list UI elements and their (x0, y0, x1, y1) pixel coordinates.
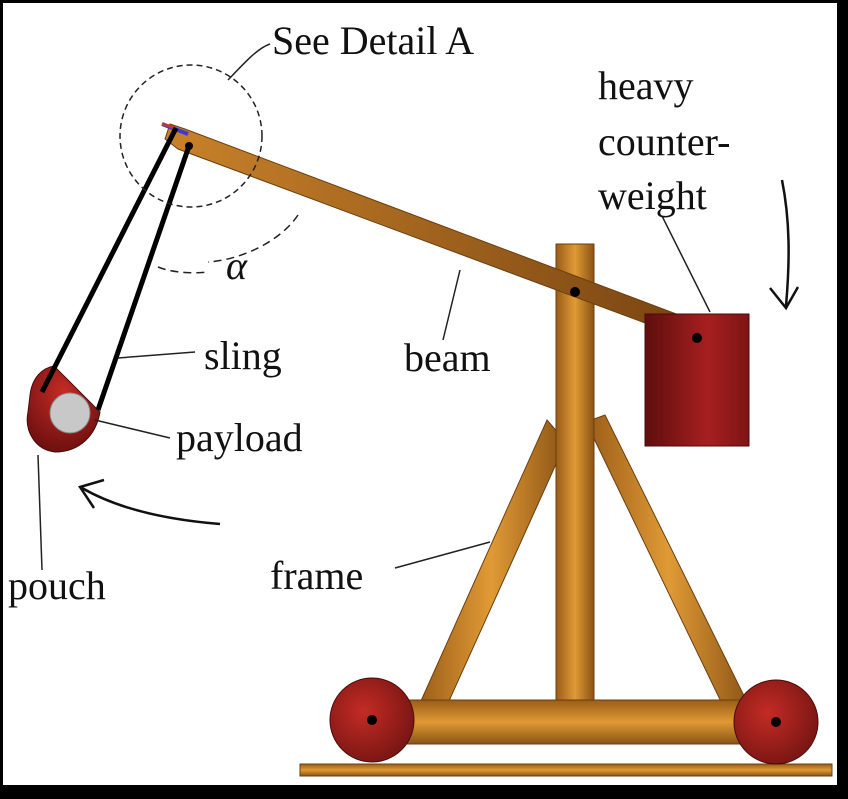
alpha-arc-left (157, 266, 209, 274)
sling-rope-front (39, 126, 179, 394)
sling-rope-back (95, 145, 192, 411)
wheel-left-hub (367, 715, 377, 725)
beam-label: beam (404, 335, 491, 380)
frame-label: frame (270, 553, 364, 598)
ground (299, 763, 833, 777)
pouch-label: pouch (8, 563, 106, 608)
see-detail-a-label: See Detail A (272, 18, 475, 63)
drop-arrow-shaft (780, 179, 790, 307)
leader-counterweight (661, 215, 711, 313)
leader-detail-a (227, 43, 271, 81)
sling-anchor (185, 142, 193, 150)
swing-arrow-head (78, 478, 105, 509)
alpha-arc-right (207, 214, 299, 263)
frame-base (379, 699, 781, 745)
counterweight-label-line2: counter- (598, 119, 731, 164)
leader-payload (94, 419, 171, 439)
counterweight-pin (692, 333, 702, 343)
drop-arrow-head (769, 286, 800, 311)
swing-arrow-shaft (81, 486, 221, 526)
payload (49, 392, 91, 434)
sling-label: sling (204, 333, 282, 378)
counterweight-label-line1: heavy (598, 63, 694, 108)
leader-sling (117, 351, 196, 359)
pivot-pin (570, 287, 580, 297)
leader-pouch (37, 454, 43, 571)
frame-upright (555, 243, 595, 701)
leader-frame (394, 541, 491, 569)
wheel-right-hub (771, 717, 781, 727)
alpha-label: α (226, 243, 247, 288)
counterweight-label-line3: weight (598, 173, 707, 218)
leader-beam (442, 269, 461, 341)
detail-a-circle (119, 64, 263, 208)
payload-label: payload (176, 415, 303, 460)
